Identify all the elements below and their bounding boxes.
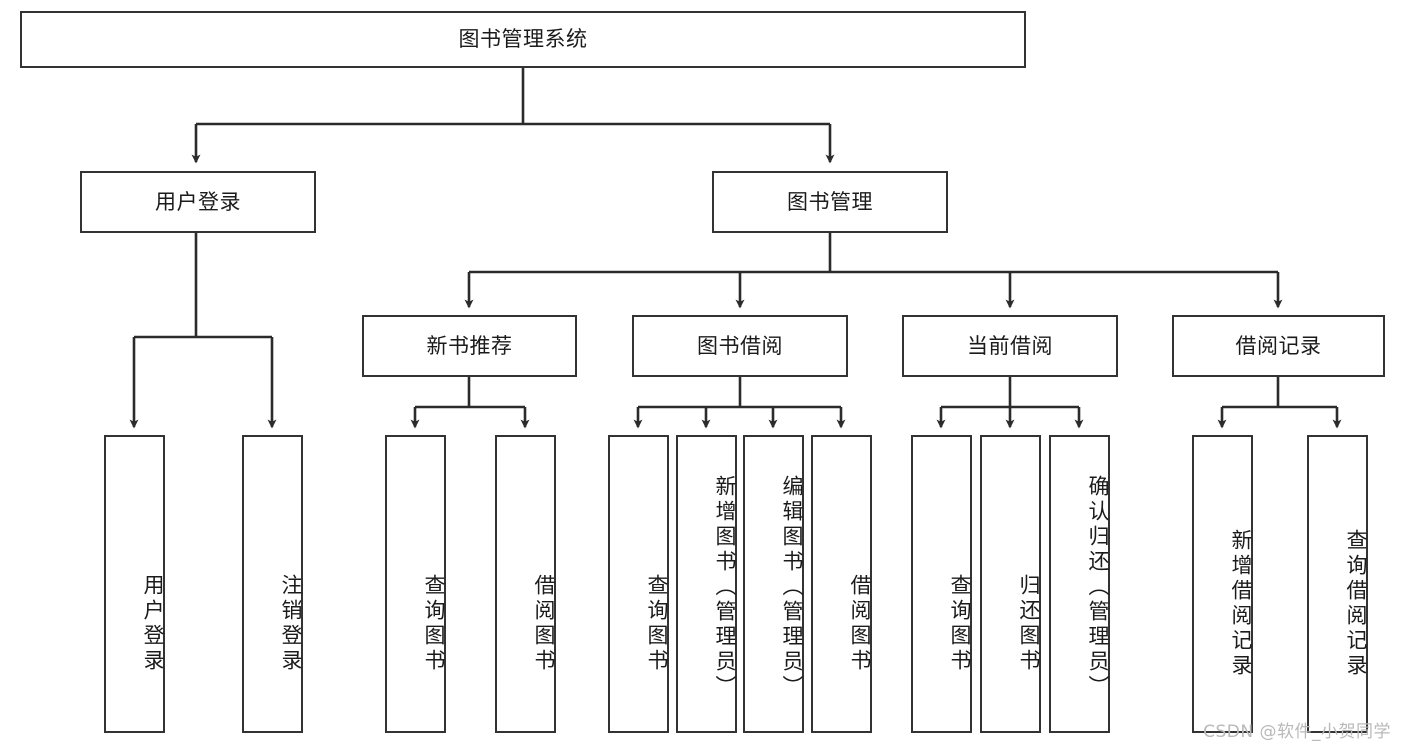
node-borrow-record[interactable]: 借阅记录	[1172, 315, 1385, 377]
node-label: 用户登录	[141, 574, 165, 674]
node-label: 图书借阅	[697, 333, 783, 358]
node-label: 新增借阅记录	[1229, 529, 1253, 679]
node-label: 当前借阅	[967, 333, 1053, 358]
node-user-login[interactable]: 用户登录	[80, 171, 316, 233]
node-label: 查询图书	[422, 574, 446, 674]
node-label: 借阅记录	[1235, 333, 1322, 358]
node-label: 用户登录	[155, 189, 241, 214]
node-label: 借阅图书	[532, 574, 556, 674]
node-leaf-query-record[interactable]: 查询借阅记录	[1307, 435, 1368, 733]
node-label: 归还图书	[1017, 574, 1041, 674]
node-label: 借阅图书	[848, 574, 872, 674]
node-leaf-return-book[interactable]: 归还图书	[980, 435, 1041, 733]
node-leaf-confirm-return[interactable]: 确认归还（管理员）	[1049, 435, 1110, 733]
node-label: 查询图书	[948, 574, 972, 674]
node-leaf-query-book-3[interactable]: 查询图书	[911, 435, 972, 733]
node-label: 新增图书（管理员）	[713, 474, 737, 700]
csdn-watermark: CSDN @软件_小贺同学	[1203, 722, 1391, 742]
node-leaf-borrow-book-2[interactable]: 借阅图书	[811, 435, 872, 733]
node-leaf-add-record[interactable]: 新增借阅记录	[1192, 435, 1253, 733]
node-book-borrow[interactable]: 图书借阅	[632, 315, 848, 377]
node-leaf-user-login[interactable]: 用户登录	[104, 435, 165, 733]
node-label: 编辑图书（管理员）	[780, 474, 804, 700]
node-book-management[interactable]: 图书管理	[712, 171, 948, 233]
node-current-borrow[interactable]: 当前借阅	[902, 315, 1118, 377]
node-label: 注销登录	[279, 574, 303, 674]
node-leaf-borrow-book-1[interactable]: 借阅图书	[495, 435, 556, 733]
node-root-book-management-system[interactable]: 图书管理系统	[20, 11, 1026, 68]
node-new-book-recommend[interactable]: 新书推荐	[362, 315, 577, 377]
node-label: 图书管理	[787, 189, 873, 214]
node-label: 查询图书	[645, 574, 669, 674]
node-label: 图书管理系统	[458, 27, 588, 52]
node-leaf-query-book-2[interactable]: 查询图书	[608, 435, 669, 733]
node-leaf-edit-book[interactable]: 编辑图书（管理员）	[743, 435, 804, 733]
node-label: 确认归还（管理员）	[1086, 474, 1110, 700]
node-leaf-add-book[interactable]: 新增图书（管理员）	[676, 435, 737, 733]
node-label: 新书推荐	[426, 333, 513, 358]
node-leaf-query-book-1[interactable]: 查询图书	[385, 435, 446, 733]
node-label: 查询借阅记录	[1344, 529, 1368, 679]
node-leaf-logout-login[interactable]: 注销登录	[242, 435, 303, 733]
